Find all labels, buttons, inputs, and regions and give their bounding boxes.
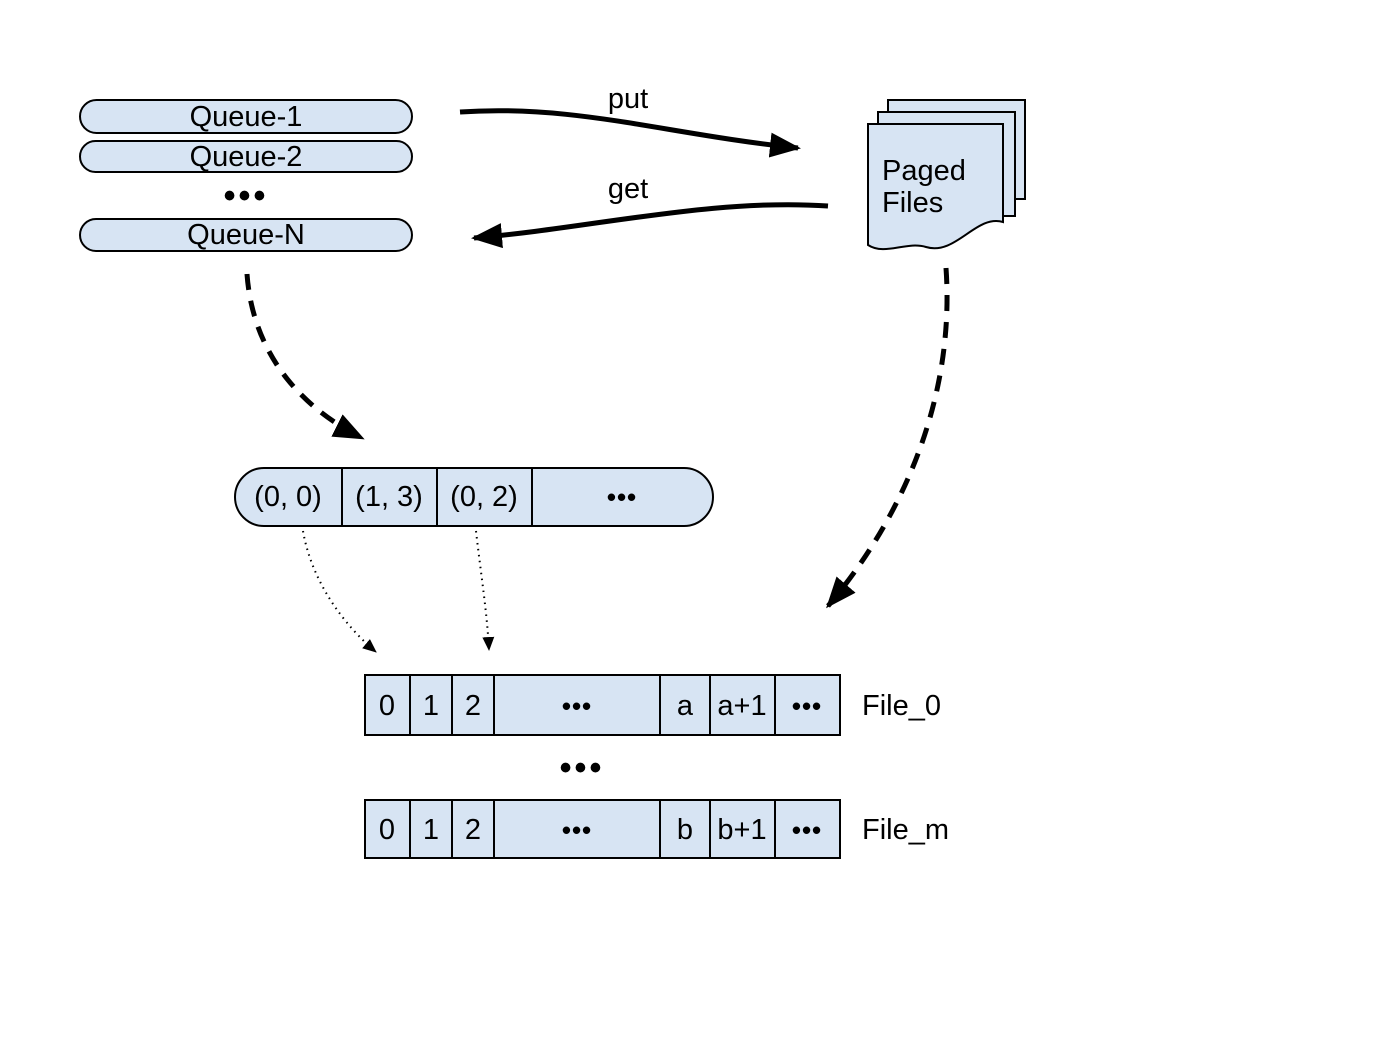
filem-cell-tail: •••	[792, 815, 822, 845]
queue-2-label: Queue-2	[190, 141, 303, 173]
file0-label: File_0	[862, 690, 941, 722]
filem-cell-tail-box	[774, 799, 841, 859]
put-label: put	[608, 83, 648, 115]
queue-to-index-dashed-arrow	[244, 273, 365, 441]
file-m-row: 0 1 2 ••• b b+1 ••• File_m	[364, 799, 949, 859]
file0-cell-1: 1	[423, 690, 439, 722]
put-arrow	[459, 108, 801, 158]
file-0-row: 0 1 2 ••• a a+1 ••• File_0	[364, 674, 941, 736]
index-cell-0: (0, 0)	[254, 481, 322, 513]
queue-n-label: Queue-N	[187, 219, 305, 251]
file0-cell-tail-box	[774, 674, 841, 736]
filem-cell-1: 1	[423, 814, 439, 846]
paged-files-label-line2: Files	[882, 187, 943, 219]
index-pill	[234, 467, 714, 527]
filem-cell-b: b	[677, 814, 693, 846]
filem-cell-2: 2	[465, 814, 481, 846]
index-cell-1: (1, 3)	[355, 481, 423, 513]
file0-cell-dots: •••	[562, 691, 592, 721]
file-separator-dots: •••	[560, 749, 605, 787]
paged-files-label-line1: Paged	[882, 155, 966, 187]
filem-cell-1-box	[409, 799, 453, 859]
file0-cell-a1: a+1	[717, 690, 766, 722]
index-cell-2: (0, 2)	[450, 481, 518, 513]
file0-cell-2: 2	[465, 690, 481, 722]
put-get-flows: put get	[459, 83, 829, 249]
filem-cell-dots-box	[493, 799, 661, 859]
queue-n-pill	[79, 218, 413, 252]
filem-cell-b1-box	[709, 799, 776, 859]
paged-files-stack: Paged Files	[867, 99, 1026, 251]
get-arrow	[471, 202, 829, 249]
queue-1-label: Queue-1	[190, 101, 303, 133]
queue-1-pill	[79, 99, 413, 134]
queue-2-pill	[79, 140, 413, 173]
file0-cell-a-box	[659, 674, 711, 736]
get-label: get	[608, 173, 648, 205]
file0-cell-tail: •••	[792, 691, 822, 721]
paged-files-front-page	[867, 123, 1004, 251]
file0-cell-1-box	[409, 674, 453, 736]
file0-cell-a: a	[677, 690, 694, 722]
file0-cell-dots-box	[493, 674, 661, 736]
file0-cell-0-box	[364, 674, 411, 736]
filem-label: File_m	[862, 814, 949, 846]
index-row: (0, 0) (1, 3) (0, 2) •••	[234, 467, 714, 527]
paged-files-to-file-dashed-arrow	[826, 267, 950, 609]
filem-cell-b1: b+1	[717, 814, 766, 846]
filem-cell-dots: •••	[562, 815, 592, 845]
queue-ellipsis-dots: •••	[224, 177, 269, 215]
filem-cell-0: 0	[379, 814, 395, 846]
file0-cell-2-box	[451, 674, 495, 736]
index-to-page2-dotted-arrow	[475, 530, 495, 651]
file0-cell-a1-box	[709, 674, 776, 736]
index-cell-ellipsis: •••	[607, 482, 637, 512]
file0-cell-0: 0	[379, 690, 395, 722]
index-to-page0-dotted-arrow	[302, 530, 377, 653]
queue-stack: Queue-1 Queue-2 ••• Queue-N	[79, 99, 413, 252]
filem-cell-b-box	[659, 799, 711, 859]
